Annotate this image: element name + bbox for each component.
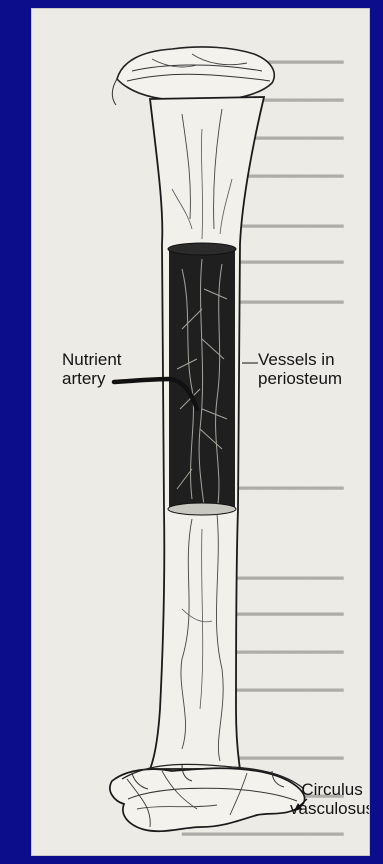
medullary-cavity	[169, 247, 235, 509]
circulus-vasculosus-label-line2: vasculosus	[290, 799, 370, 818]
scanned-page: ▔▔▔▔▔▔▔▔▔▔ ▔▔▔▔▔▔▔▔▔▔ ▔▔▔▔▔▔▔▔▔▔ ▔▔▔▔▔▔▔…	[31, 8, 370, 856]
nutrient-artery-label-line1: Nutrient	[62, 350, 122, 369]
long-bone-illustration	[32, 9, 369, 855]
vessels-periosteum-label: Vessels in periosteum	[258, 350, 342, 388]
nutrient-artery-label-line2: artery	[62, 369, 122, 388]
nutrient-artery-label: Nutrient artery	[62, 350, 122, 388]
circulus-vasculosus-label-line1: Circulus	[290, 780, 370, 799]
circulus-vasculosus-label: Circulus vasculosus	[290, 780, 370, 818]
vessels-periosteum-label-line2: periosteum	[258, 369, 342, 388]
vessels-periosteum-label-line1: Vessels in	[258, 350, 342, 369]
distal-epiphysis	[110, 768, 305, 831]
